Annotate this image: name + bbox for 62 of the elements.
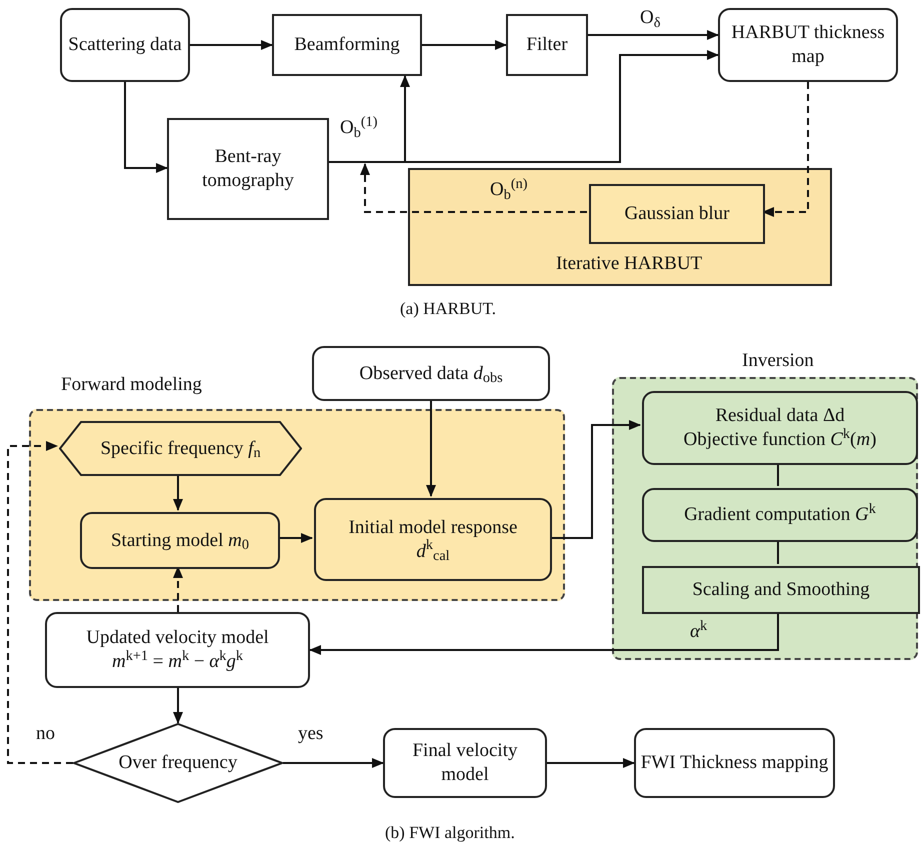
dashed-arrow <box>173 566 183 612</box>
arrow <box>173 688 183 724</box>
node-label: Bent-ray tomography <box>201 145 295 193</box>
node-label: Residual data Δd <box>714 404 846 428</box>
process-box <box>80 512 280 569</box>
edge-label: O$_{δ}$ <box>640 8 660 27</box>
process-box <box>272 14 422 76</box>
arrow <box>309 612 779 655</box>
node-label: Objective function C$^{k}$(m) <box>682 428 878 452</box>
group-title: Iterative HARBUT <box>556 252 702 276</box>
process-box <box>314 498 552 581</box>
process-box <box>506 14 588 76</box>
edge-label: α$^{k}$ <box>690 622 708 641</box>
node-label: Updated velocity model <box>85 626 270 650</box>
arrow <box>426 401 436 497</box>
arrow <box>550 420 641 539</box>
process-box <box>312 346 550 401</box>
arrow <box>190 40 273 50</box>
process-box <box>642 566 920 614</box>
node-label: Gaussian blur <box>623 202 730 226</box>
node-label: Over frequency <box>118 751 238 775</box>
arrow <box>422 40 507 50</box>
process-box <box>45 612 310 688</box>
arrow <box>124 82 168 173</box>
node-label: HARBUT thickness map <box>730 21 886 69</box>
node-label: Observed data d$_{obs}$ <box>358 362 504 386</box>
node-label: Beamforming <box>293 33 401 57</box>
group-panel <box>408 168 832 286</box>
arrow <box>278 533 313 543</box>
process-box <box>642 488 918 542</box>
node-label: Gradient computation G$^{k}$ <box>683 503 877 527</box>
node-label: Initial model response <box>348 516 518 539</box>
process-box <box>60 8 190 82</box>
node-label: m$^{k+1}$ = m$^{k}$ − α$^{k}$g$^{k}$ <box>110 650 244 674</box>
node-label: Scaling and Smoothing <box>691 578 871 602</box>
dashed-arrow <box>762 82 809 217</box>
node-label: Scattering data <box>67 33 183 57</box>
process-box <box>383 728 547 798</box>
dashed-arrow <box>360 163 587 213</box>
group-title: Forward modeling <box>61 373 202 397</box>
edge-label: no <box>36 724 55 743</box>
arrow <box>173 474 183 511</box>
process-box <box>642 391 918 465</box>
dashed-arrow <box>7 441 73 764</box>
node-label: Starting model m$_{0}$ <box>110 528 250 552</box>
preparation-hexagon <box>59 421 302 476</box>
node-label: Specific frequency f$_{n}$ <box>99 436 262 460</box>
edge-label: yes <box>298 724 324 743</box>
group-title: Inversion <box>742 349 814 373</box>
arrow <box>547 758 635 768</box>
process-box <box>589 184 765 244</box>
node-label: FWI Thickness mapping <box>640 751 830 775</box>
figure-caption: (b) FWI algorithm. <box>385 822 515 844</box>
terminal-box <box>634 728 835 798</box>
figure-caption: (a) HARBUT. <box>400 298 496 320</box>
process-box <box>167 118 329 220</box>
decision-diamond <box>73 723 283 803</box>
node-label: Filter <box>525 33 569 57</box>
node-label: Final velocity model <box>411 739 518 787</box>
arrow <box>283 758 384 768</box>
arrow <box>588 30 719 40</box>
process-box <box>718 8 898 82</box>
